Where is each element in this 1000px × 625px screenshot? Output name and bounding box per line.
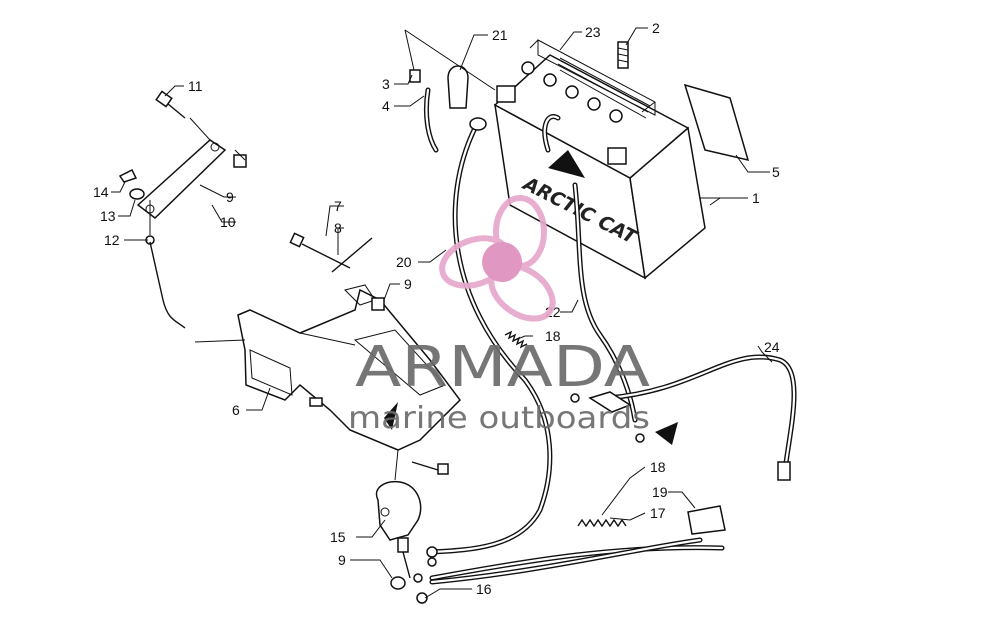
warning-label [683,83,750,162]
callout-1: 1 [752,190,760,206]
callout-17: 17 [650,505,666,521]
callout-21: 21 [492,27,508,43]
bolt-7 [289,232,351,269]
watermark-tagline: marine outboards [348,401,650,436]
washer-13 [129,188,145,200]
vent-fitting [409,69,421,83]
nut-9-strap [233,154,247,168]
propeller-logo-icon [439,195,556,322]
solenoid [375,480,438,604]
cable-sleeve-a [577,518,627,528]
callout-18-upper: 18 [545,328,561,344]
cable-end-24 [777,461,791,481]
callout-4: 4 [382,98,390,114]
callout-2: 2 [652,20,660,36]
bracket-arrow-marker [384,402,398,430]
callout-23: 23 [585,24,601,40]
callout-6: 6 [232,402,240,418]
cable-eyelet [469,117,487,131]
callout-3: 3 [382,76,390,92]
callout-19: 19 [652,484,668,500]
cable-clamp [588,391,632,413]
strap-10 [136,139,227,219]
callout-24: 24 [764,339,780,355]
arrow-marker [655,422,678,445]
armada-watermark: ARMADA marine outboards [348,195,650,436]
callout-20: 20 [396,254,412,270]
callout-18-lower: 18 [650,459,666,475]
brand-arrow-icon [548,150,585,178]
terminal-cap [447,65,469,109]
callout-11: 11 [188,78,203,94]
callout-14: 14 [93,184,109,200]
hold-down-rod-12 [149,241,186,329]
bolt-11 [155,90,186,119]
callout-15: 15 [330,529,346,545]
battery-bracket [237,284,461,451]
terminal-bolt [617,41,629,69]
callout-10: 10 [220,214,236,230]
nut-9-solenoid [390,576,406,590]
callout-16: 16 [476,581,492,597]
callout-leaders [111,27,773,599]
callout-7: 7 [334,198,342,214]
rod-8 [331,237,373,273]
callout-9-strap: 9 [226,189,234,205]
wing-nut-14 [118,168,138,183]
callout-13: 13 [100,208,116,224]
nut-9-bracket [371,297,385,311]
explosion-lines [149,29,496,481]
battery: ARCTIC CAT [493,39,706,280]
watermark-name: ARMADA [355,335,650,400]
callout-8: 8 [334,220,342,236]
callout-12: 12 [104,232,120,248]
callout-9-solenoid: 9 [338,552,346,568]
callout-5: 5 [772,164,780,180]
terminal-boot [687,505,726,535]
callout-9-bracket: 9 [404,276,412,292]
